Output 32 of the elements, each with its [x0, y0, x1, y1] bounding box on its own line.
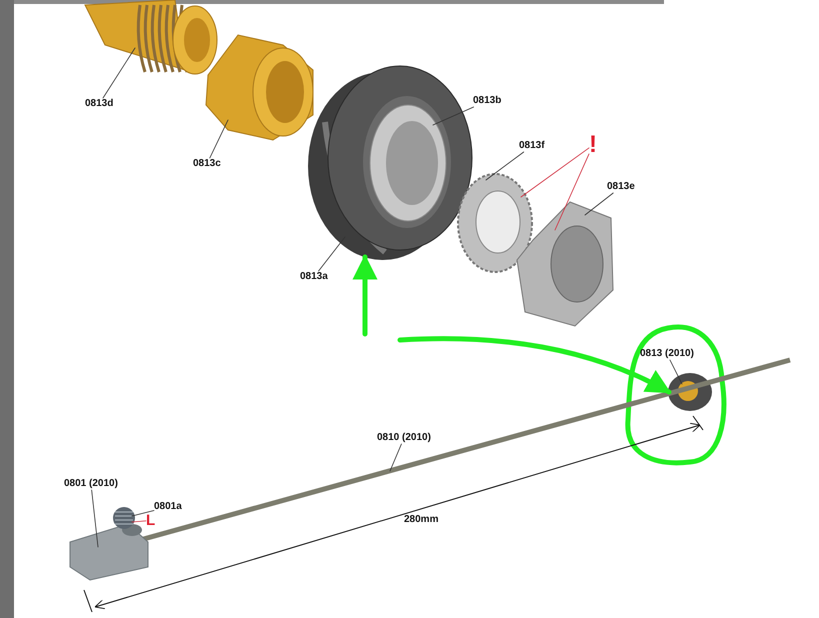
- hex-nut-drawing: [515, 200, 615, 328]
- leader-line: [520, 147, 590, 198]
- part-number: 0813c: [193, 158, 221, 170]
- bearing-drawing: [368, 103, 448, 223]
- dimension-text: 280mm: [404, 514, 438, 526]
- arrow: [398, 336, 672, 394]
- leader-line: [91, 490, 98, 548]
- leader-line: [554, 154, 590, 230]
- leader-line: [132, 520, 146, 522]
- leader-line: [209, 120, 228, 158]
- warning-mark: !: [589, 133, 597, 157]
- arrow: [352, 254, 378, 336]
- part-number: 0813 (2010): [640, 348, 694, 360]
- part-number: 0813b: [473, 95, 502, 107]
- leader-line: [102, 48, 136, 98]
- grub-screw-drawing: [112, 506, 136, 530]
- leader-line: [132, 510, 154, 516]
- part-number: 0810 (2010): [377, 432, 431, 444]
- part-number: 0801 (2010): [64, 478, 118, 490]
- thread-lock-mark: L: [146, 513, 156, 528]
- leader-line: [390, 444, 402, 472]
- leader-line: [584, 192, 614, 216]
- part-number: 0813e: [607, 181, 635, 193]
- part-number: 0801a: [154, 501, 182, 513]
- part-number: 0813f: [519, 140, 545, 152]
- leader-line: [432, 106, 474, 126]
- lock-washer-drawing: [456, 172, 534, 274]
- part-number: 0813a: [300, 271, 328, 283]
- leader-line: [670, 360, 682, 384]
- leader-line: [318, 236, 346, 272]
- part-number: 0813d: [85, 98, 114, 110]
- leader-line: [486, 152, 524, 180]
